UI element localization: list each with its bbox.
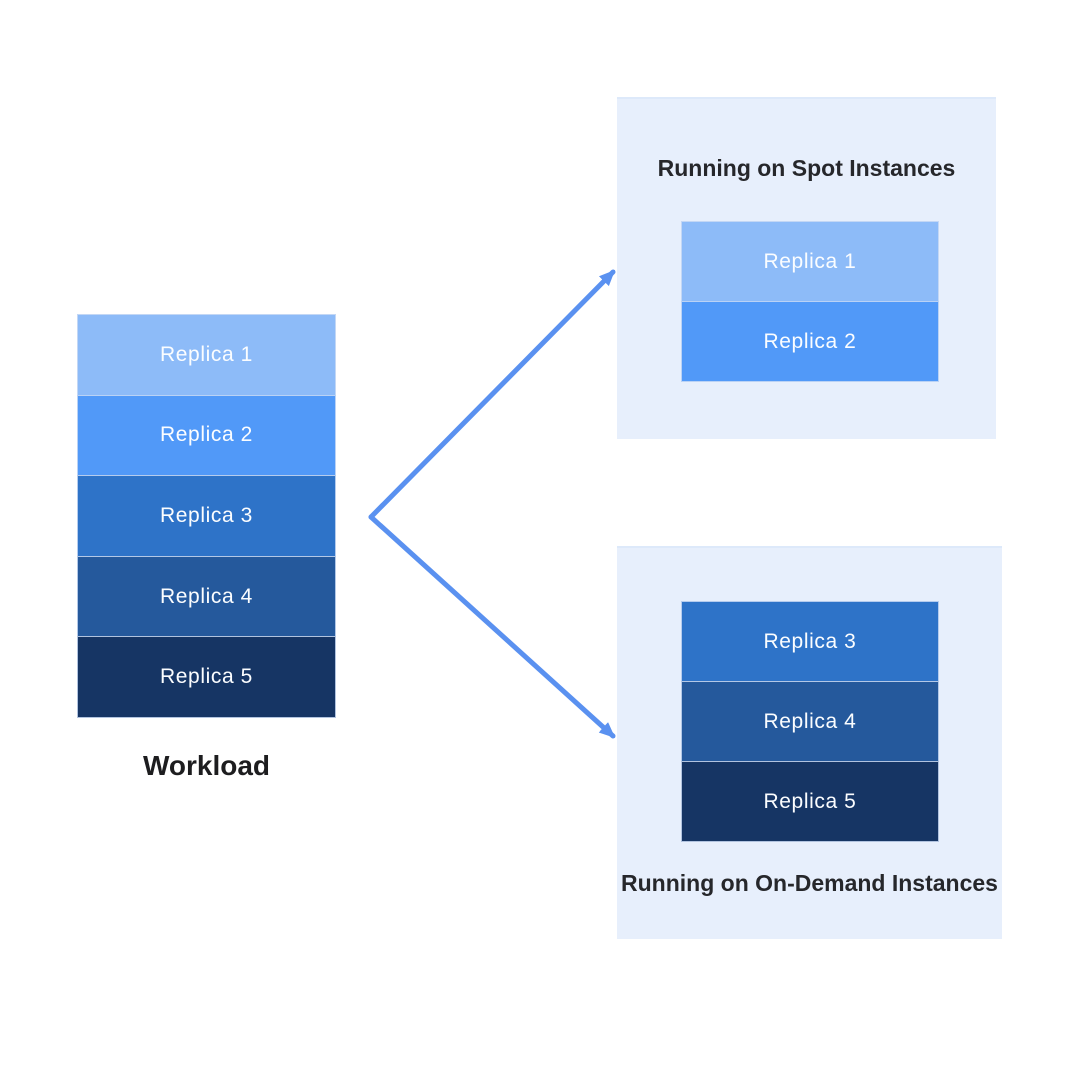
- replica-block: Replica 4: [77, 555, 336, 638]
- replica-label: Replica 3: [160, 503, 253, 527]
- replica-label: Replica 4: [763, 709, 857, 733]
- ondemand-panel-title: Running on On-Demand Instances: [621, 870, 998, 896]
- replica-label: Replica 1: [160, 342, 253, 366]
- spot-replica-stack: Replica 1 Replica 2: [681, 221, 939, 382]
- replica-label: Replica 3: [763, 629, 857, 653]
- workload-stack: Replica 1 Replica 2 Replica 3 Replica 4 Repl…: [77, 314, 336, 718]
- spot-panel-title: Running on Spot Instances: [657, 155, 956, 181]
- replica-block: Replica 5: [681, 761, 939, 842]
- replica-block: Replica 3: [77, 475, 336, 557]
- replica-block: Replica 5: [77, 636, 336, 718]
- replica-block: Replica 1: [77, 314, 336, 396]
- ondemand-replica-stack: Replica 3 Replica 4 Replica 5: [681, 601, 939, 842]
- ondemand-instances-panel: Replica 3 Replica 4 Replica 5 Running on O…: [617, 546, 1002, 939]
- replica-block: Replica 3: [681, 601, 939, 682]
- replica-label: Replica 5: [160, 665, 253, 689]
- replica-block: Replica 2: [77, 394, 336, 477]
- replica-label: Replica 5: [763, 789, 857, 813]
- replica-block: Replica 1: [681, 221, 939, 302]
- replica-block: Replica 4: [681, 681, 939, 762]
- arrow-to-spot-panel: [368, 269, 616, 520]
- replica-label: Replica 4: [160, 584, 253, 608]
- replica-label: Replica 2: [160, 423, 253, 447]
- replica-block: Replica 2: [681, 301, 939, 382]
- replica-label: Replica 1: [763, 249, 857, 273]
- workload-label: Workload: [142, 750, 271, 781]
- replica-label: Replica 2: [763, 329, 857, 353]
- arrow-to-ondemand-panel: [368, 514, 616, 739]
